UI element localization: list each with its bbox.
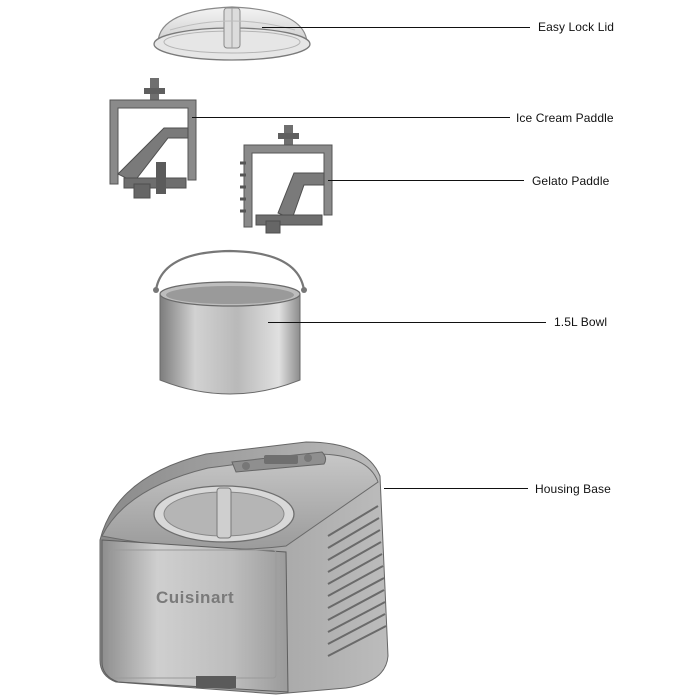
lid-label: Easy Lock Lid	[538, 20, 615, 34]
ice-cream-paddle-leader-line	[192, 117, 510, 118]
ice-cream-paddle-label: Ice Cream Paddle	[516, 111, 614, 125]
housing-base-illustration	[99, 441, 389, 695]
bowl-leader-line	[268, 322, 546, 323]
brand-logo: Cuisinart	[156, 588, 235, 607]
housing-base-leader-line	[384, 488, 528, 489]
gelato-paddle-label: Gelato Paddle	[532, 174, 610, 188]
ice-cream-paddle-illustration	[109, 78, 197, 199]
lid-leader-line	[262, 27, 530, 28]
gelato-paddle-illustration	[240, 125, 333, 234]
bowl-label: 1.5L Bowl	[554, 315, 608, 329]
bowl-illustration	[153, 249, 307, 395]
lid-illustration	[153, 6, 311, 61]
housing-base-label: Housing Base	[535, 482, 611, 496]
gelato-paddle-leader-line	[328, 180, 524, 181]
